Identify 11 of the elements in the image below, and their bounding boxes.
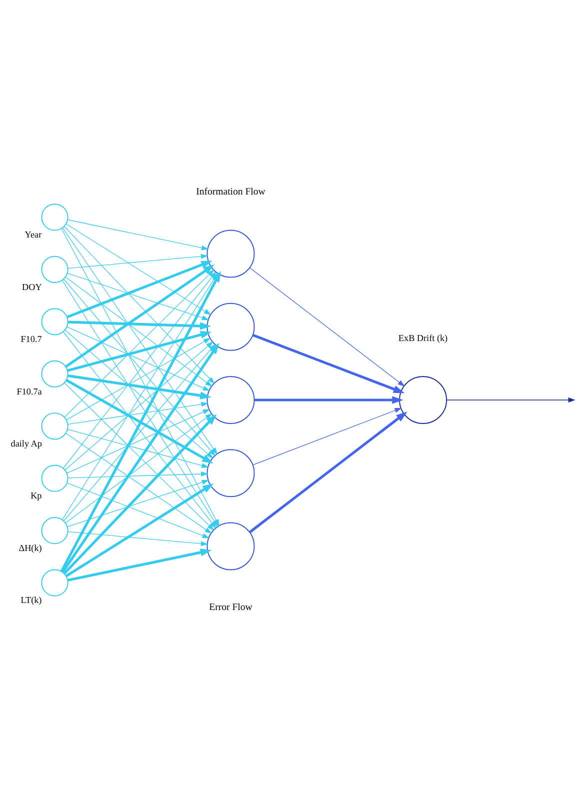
label: Information Flow (196, 186, 266, 198)
node-label: ΔH(k) (18, 542, 42, 552)
node-label: daily Ap (10, 438, 42, 448)
node-label: Kp (30, 490, 42, 500)
node-label: ExB Drift (k) (398, 332, 448, 343)
node-label: F10.7 (20, 334, 42, 344)
node-label: LT(k) (20, 594, 42, 605)
node-label: Year (24, 229, 42, 240)
node-label: F10.7a (16, 386, 42, 396)
node-label: DOY (22, 281, 42, 292)
label: Error Flow (209, 601, 252, 612)
